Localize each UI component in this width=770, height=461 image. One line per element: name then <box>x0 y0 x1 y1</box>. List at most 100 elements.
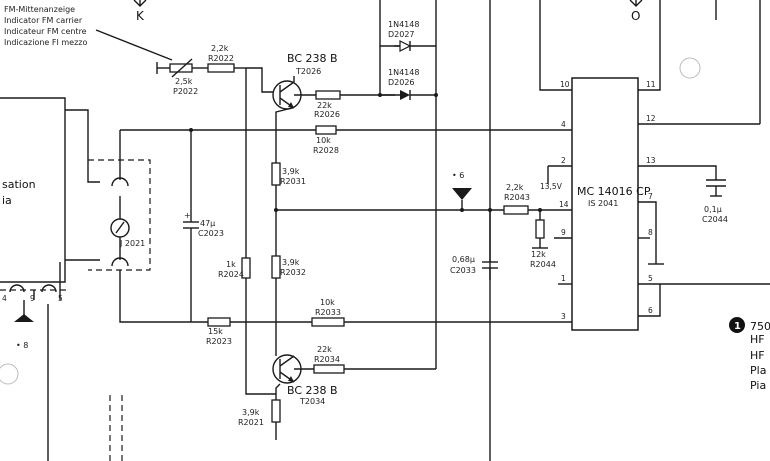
note-line-1: 750 <box>750 320 770 333</box>
resistor-r2031: 3,9k R2031 <box>271 162 306 256</box>
note-number: 1 <box>734 321 741 332</box>
r2022-ref: R2022 <box>208 54 234 63</box>
transistor-t2034: BC 238 B T2034 <box>272 354 338 406</box>
ic-pin10-lead <box>539 0 572 91</box>
r2021-value: 3,9k <box>242 408 260 417</box>
conn-pin-4: 4 <box>2 294 7 303</box>
diode-d2027: 1N4148 D2027 <box>379 0 436 52</box>
note-line-4: Pla <box>750 364 766 377</box>
terminal-o: O <box>629 0 643 23</box>
r2023-ref: R2023 <box>206 337 232 346</box>
connector-4-9-5: 4 9 5 • 8 <box>0 262 68 350</box>
ground-6-label: • 6 <box>452 171 464 180</box>
ic-pin-12: 12 <box>646 114 656 123</box>
note-line-5: Pia <box>750 379 766 392</box>
c2033-ref: C2033 <box>450 266 476 275</box>
r2031-value: 3,9k <box>282 167 300 176</box>
r2028-ref: R2028 <box>313 146 339 155</box>
r2033-ref: R2033 <box>315 308 341 317</box>
p2022-ref: P2022 <box>173 87 198 96</box>
ground-6-symbol: • 6 <box>452 171 472 210</box>
capacitor-c2023: + 47µ C2023 <box>183 130 224 322</box>
junction-dot <box>378 93 382 97</box>
r2044-value: 12k <box>531 250 546 259</box>
d2026-ref: D2026 <box>388 78 415 87</box>
module-label-ia: ia <box>2 194 12 207</box>
r2022-value: 2,2k <box>211 44 229 53</box>
resistor-r2043: 2,2k R2043 13,5V <box>503 182 572 215</box>
annotation-pointer <box>95 29 173 61</box>
wire-t2026-emitter <box>275 107 293 163</box>
resistor-r2044: 12k R2044 <box>530 210 556 269</box>
conn-pin-5: 5 <box>58 294 63 303</box>
t2026-type: BC 238 B <box>287 52 338 65</box>
r2034-value: 22k <box>317 345 332 354</box>
potentiometer-p2022: 2,5k P2022 <box>156 58 208 96</box>
ic-pin-9: 9 <box>561 228 566 237</box>
r2043-value: 2,2k <box>506 183 524 192</box>
ic-type: MC 14016 CP <box>577 185 651 198</box>
ic-pin-4: 4 <box>561 120 566 129</box>
c2023-ref: C2023 <box>198 229 224 238</box>
wire-bottom-dashed <box>109 395 123 461</box>
annotation-line-it: Indicazione FI mezzo <box>4 38 88 47</box>
resistor-r2034: 22k R2034 <box>313 345 436 374</box>
resistor-r2023: 15k R2023 <box>206 317 312 346</box>
t2034-ref: T2034 <box>299 397 325 406</box>
d2027-ref: D2027 <box>388 30 415 39</box>
ic-pin-8: 8 <box>648 228 653 237</box>
r2043-voltage: 13,5V <box>540 182 563 191</box>
r2034-ref: R2034 <box>314 355 340 364</box>
faint-circle-mark <box>679 57 701 79</box>
note-line-3: HF <box>750 349 765 362</box>
ic-ref: IS 2041 <box>588 199 618 208</box>
c2033-value: 0,68µ <box>452 255 475 264</box>
c2023-value: 47µ <box>200 219 215 228</box>
resistor-r2022: 2,2k R2022 <box>207 44 246 73</box>
r2026-value: 22k <box>317 101 332 110</box>
wire-to-t2026-base <box>246 67 276 93</box>
r2032-value: 3,9k <box>282 258 300 267</box>
ic-pin-10: 10 <box>560 80 570 89</box>
t2034-type: BC 238 B <box>287 384 338 397</box>
ic-pin-14: 14 <box>559 200 569 209</box>
ic-pin13-lead <box>638 165 717 180</box>
ic-pin-5: 5 <box>648 274 653 283</box>
left-module-box: sation ia <box>0 97 66 283</box>
t2026-ref: T2026 <box>295 67 321 76</box>
resistor-r2028: 10k R2028 <box>313 125 339 155</box>
d2027-type: 1N4148 <box>388 20 419 29</box>
r2021-ref: R2021 <box>238 418 264 427</box>
annotation-line-en: Indicator FM carrier <box>4 16 83 25</box>
r2031-ref: R2031 <box>280 177 306 186</box>
junction-dot <box>434 93 438 97</box>
annotation-line-de: FM-Mittenanzeige <box>4 5 75 14</box>
p2022-value: 2,5k <box>175 77 193 86</box>
c2044-ref: C2044 <box>702 215 728 224</box>
capacitor-c2033: 0,68µ C2033 <box>450 210 498 280</box>
terminal-k-label: K <box>136 9 145 23</box>
wire-t2034-emitter <box>275 383 281 400</box>
ic-pin-6: 6 <box>648 306 653 315</box>
diode-d2026: 1N4148 D2026 <box>379 46 436 100</box>
note-1: 1 750 HF HF Pla Pia <box>729 317 770 392</box>
capacitor-c2044: 0,1µ C2044 <box>702 179 728 224</box>
r2044-ref: R2044 <box>530 260 556 269</box>
ic-is2041: MC 14016 CP IS 2041 <box>571 77 651 331</box>
ground-8-label: • 8 <box>16 341 28 350</box>
r2043-ref: R2043 <box>504 193 530 202</box>
ic-pin-11: 11 <box>646 80 656 89</box>
terminal-k: K <box>133 0 147 23</box>
j2021-ref: J 2021 <box>119 239 145 248</box>
terminal-o-label: O <box>631 9 640 23</box>
r2026-ref: R2026 <box>314 110 340 119</box>
r2024-value: 1k <box>226 260 236 269</box>
wire-t2026-collector <box>293 76 316 96</box>
r2028-value: 10k <box>316 136 331 145</box>
resistor-r2032: 3,9k R2032 <box>271 255 306 356</box>
resistor-r2021: 3,9k R2021 <box>238 399 281 440</box>
r2023-value: 15k <box>208 327 223 336</box>
note-line-2: HF <box>750 333 765 346</box>
ic-pin7-lead <box>638 201 657 264</box>
c2023-polarity: + <box>184 211 191 220</box>
